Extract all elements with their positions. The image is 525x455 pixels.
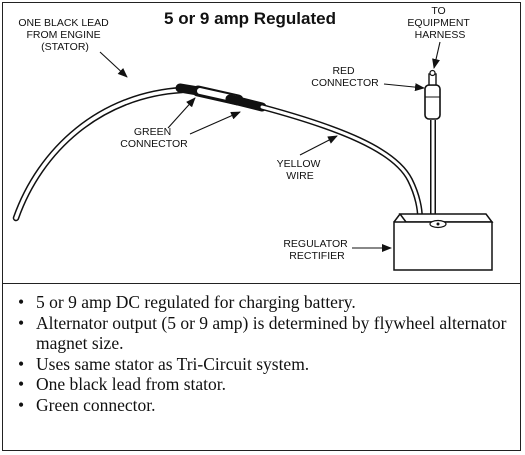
leader-black-lead [99,51,128,78]
yellow-wire [259,104,423,221]
label-green-connector: GREEN CONNECTOR [120,126,188,150]
diagram-title: 5 or 9 amp Regulated [164,9,336,28]
label-to-harness: TO EQUIPMENT HARNESS [407,5,472,41]
label-regulator: REGULATOR RECTIFIER [283,238,350,262]
wiring-diagram: 5 or 9 amp Regulated ONE BLACK LEA [12,5,494,271]
section-divider [2,283,521,284]
black-lead-wire [12,86,186,222]
bullet-item: Uses same stator as Tri-Circuit system. [16,354,511,375]
regulator-rectifier [393,213,494,271]
leader-yellow-wire [299,135,338,156]
bullet-item: One black lead from stator. [16,374,511,395]
leader-to-harness [432,41,441,69]
green-connector [175,83,267,112]
leader-green-connector-a [167,97,196,129]
leader-red-connector [383,83,425,92]
leader-green-connector-b [189,111,241,135]
label-black-lead: ONE BLACK LEAD FROM ENGINE (STATOR) [18,17,111,53]
red-connector [424,69,441,120]
feature-bullet-list: 5 or 9 amp DC regulated for charging bat… [16,292,511,415]
leader-lines [99,41,441,252]
bullet-item: Green connector. [16,395,511,416]
bullet-item: Alternator output (5 or 9 amp) is determ… [16,313,511,354]
bullet-item: 5 or 9 amp DC regulated for charging bat… [16,292,511,313]
label-yellow-wire: YELLOW WIRE [277,158,324,182]
label-red-connector: RED CONNECTOR [311,65,379,89]
